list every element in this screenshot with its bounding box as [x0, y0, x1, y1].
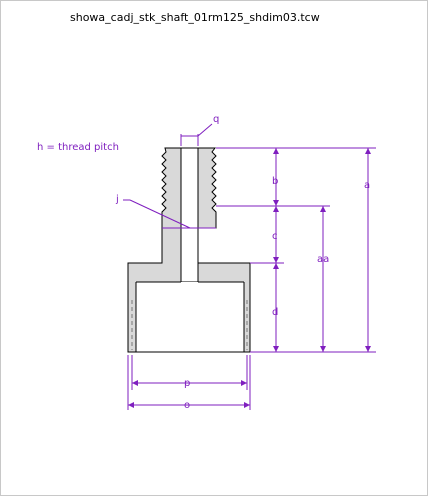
- label-d: d: [272, 307, 278, 318]
- label-b: b: [272, 176, 278, 187]
- label-j: j: [115, 194, 119, 205]
- label-c: c: [272, 231, 278, 242]
- label-p: p: [184, 378, 190, 389]
- thread-pitch-note: h = thread pitch: [37, 142, 119, 153]
- label-q: q: [213, 114, 219, 125]
- arrowheads: [128, 148, 371, 408]
- label-o: o: [184, 400, 190, 411]
- dimension-lines: [123, 123, 376, 410]
- cup-cavity: [136, 282, 244, 352]
- center-bore: [180, 147, 199, 283]
- file-title: showa_cadj_stk_shaft_01rm125_shdim03.tcw: [70, 11, 320, 24]
- label-a: a: [364, 180, 370, 191]
- label-aa: aa: [317, 254, 329, 265]
